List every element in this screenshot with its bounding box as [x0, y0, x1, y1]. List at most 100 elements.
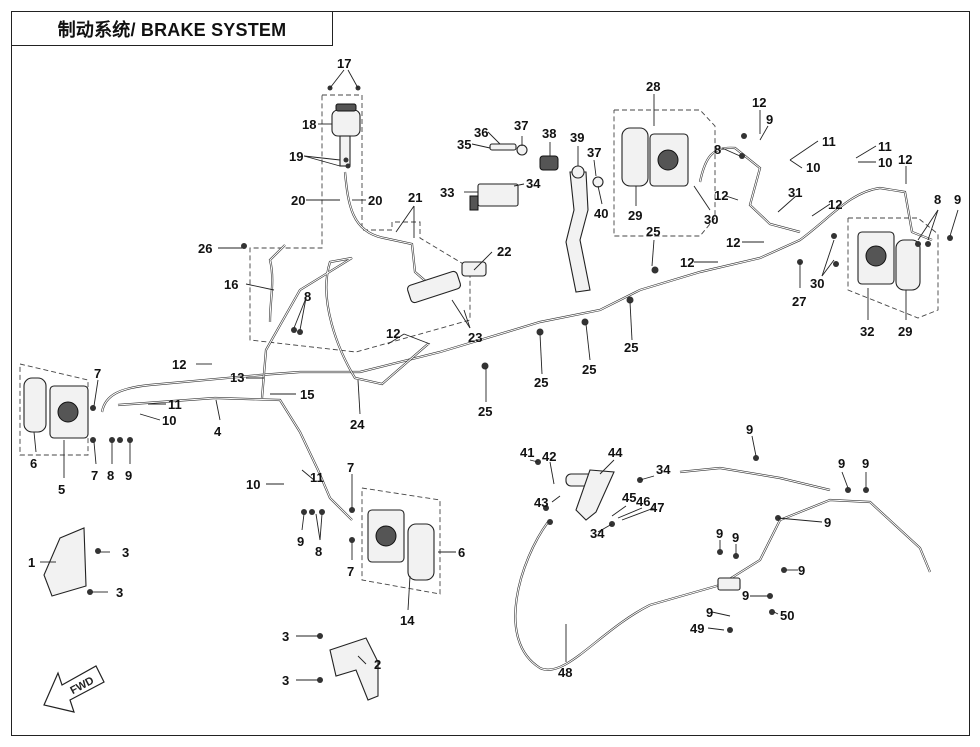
callout-9-cable-c: 9: [824, 515, 831, 530]
callout-19: 19: [289, 149, 303, 164]
callout-10-top: 10: [806, 160, 820, 175]
callout-17: 17: [337, 56, 351, 71]
callout-48: 48: [558, 665, 572, 680]
callout-8-lower: 8: [315, 544, 322, 559]
brake-switch-bracket: [469, 183, 519, 211]
callout-11-lower: 11: [310, 470, 324, 485]
callout-34-mid: 34: [656, 462, 671, 477]
callout-3-a: 3: [122, 545, 129, 560]
callout-25-a: 25: [624, 340, 638, 355]
callout-8-upper: 8: [304, 289, 311, 304]
callout-25-d: 25: [478, 404, 492, 419]
callout-12-hose: 12: [386, 326, 400, 341]
callout-32: 32: [860, 324, 874, 339]
callout-41: 41: [520, 445, 534, 460]
callout-7-a: 7: [94, 366, 101, 381]
callout-46: 46: [636, 494, 650, 509]
rear-left-caliper: [367, 509, 435, 581]
callout-9-cable-f: 9: [798, 563, 805, 578]
callout-7-c: 7: [347, 460, 354, 475]
callout-8-top: 8: [714, 142, 721, 157]
callout-5: 5: [58, 482, 65, 497]
callout-37-upper: 37: [514, 118, 528, 133]
callout-11-right: 11: [878, 139, 892, 154]
callout-27: 27: [792, 294, 806, 309]
callout-9-cable-g: 9: [742, 588, 749, 603]
callout-28: 28: [646, 79, 660, 94]
fwd-arrow-icon: FWD: [43, 665, 105, 713]
callout-24: 24: [350, 417, 365, 432]
brake-pedal: [565, 165, 591, 293]
callout-8-right: 8: [934, 192, 941, 207]
callout-38: 38: [542, 126, 556, 141]
callout-26: 26: [198, 241, 212, 256]
callout-6-left: 6: [30, 456, 37, 471]
callout-42: 42: [542, 449, 556, 464]
brake-lines: [100, 146, 933, 521]
callout-45: 45: [622, 490, 636, 505]
callout-12-line: 12: [726, 235, 740, 250]
callout-11-top: 11: [822, 134, 836, 149]
callout-13: 13: [230, 370, 244, 385]
callout-4: 4: [214, 424, 222, 439]
callout-7-d: 7: [347, 564, 354, 579]
callout-12-far: 12: [898, 152, 912, 167]
callout-33: 33: [440, 185, 454, 200]
callout-43: 43: [534, 495, 548, 510]
callout-34-lower: 34: [590, 526, 605, 541]
callout-10-left: 10: [162, 413, 176, 428]
callout-30-upper: 30: [704, 212, 718, 227]
callout-8-left: 8: [107, 468, 114, 483]
callout-36: 36: [474, 125, 488, 140]
callout-16: 16: [224, 277, 238, 292]
callout-12-right: 12: [828, 197, 842, 212]
callout-9-lower: 9: [297, 534, 304, 549]
drawing-frame: [11, 11, 970, 736]
brake-guard-1: [43, 527, 87, 597]
front-left-caliper: [23, 377, 89, 439]
callout-12-center: 12: [680, 255, 694, 270]
callout-40: 40: [594, 206, 608, 221]
callout-25-b: 25: [582, 362, 596, 377]
callout-37-lower: 37: [587, 145, 601, 160]
master-cylinder-reservoir: [331, 103, 361, 167]
callout-31: 31: [788, 185, 802, 200]
callout-12-mid: 12: [714, 188, 728, 203]
callout-35: 35: [457, 137, 471, 152]
callout-44: 44: [608, 445, 623, 460]
pedal-pin-parts: [489, 143, 604, 188]
callout-9-cable-a: 9: [838, 456, 845, 471]
callout-25-c: 25: [534, 375, 548, 390]
callout-11-left: 11: [168, 397, 182, 412]
callout-20-left: 20: [291, 193, 305, 208]
front-right-caliper: [857, 231, 921, 291]
callout-9-cable-e: 9: [732, 530, 739, 545]
leader-lines: [33, 69, 959, 681]
callout-9-top: 9: [766, 112, 773, 127]
callout-50: 50: [780, 608, 794, 623]
callout-25-top: 25: [646, 224, 660, 239]
brake-guard-2: [329, 637, 379, 701]
callout-3-b: 3: [116, 585, 123, 600]
callout-12-left: 12: [172, 357, 186, 372]
callout-22: 22: [497, 244, 511, 259]
callout-9-left: 9: [125, 468, 132, 483]
callout-29-lower: 29: [898, 324, 912, 339]
fasteners: [87, 85, 953, 683]
callout-18: 18: [302, 117, 316, 132]
callout-30-lower: 30: [810, 276, 824, 291]
callout-49: 49: [690, 621, 704, 636]
callout-23: 23: [468, 330, 482, 345]
callout-9-cable-h: 9: [706, 605, 713, 620]
parking-brake-lever: [565, 469, 615, 521]
callout-29-upper: 29: [628, 208, 642, 223]
page-title: 制动系统/ BRAKE SYSTEM: [57, 19, 287, 40]
parking-brake-cable: [514, 466, 932, 671]
callout-10-lower: 10: [246, 477, 260, 492]
callout-20-right: 20: [368, 193, 382, 208]
title-box: 制动系统/ BRAKE SYSTEM: [11, 11, 333, 46]
callout-6-right: 6: [458, 545, 465, 560]
callout-39: 39: [570, 130, 584, 145]
callout-34-upper: 34: [526, 176, 541, 191]
